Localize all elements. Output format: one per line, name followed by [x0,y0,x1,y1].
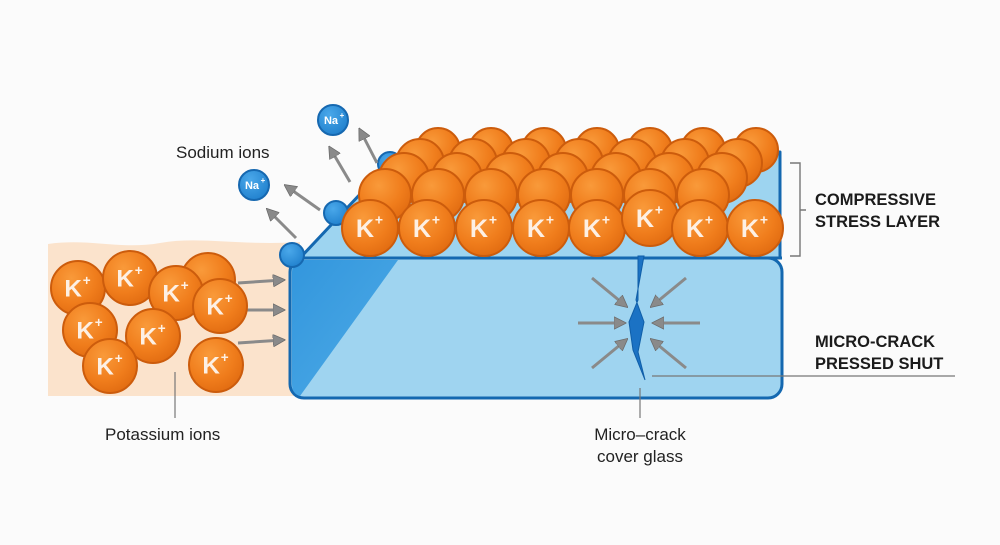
arrow-icon [237,280,283,283]
sodium-ion [279,242,305,268]
potassium-ion: K+ [726,199,784,257]
sodium-symbol: Na [245,180,260,192]
arrows-group [237,130,700,370]
potassium-symbol: K [527,215,545,243]
arrow-icon [652,340,687,370]
glass-side-bevel [292,260,398,396]
potassium-ion: K+ [341,199,399,257]
potassium-symbol: K [583,215,601,243]
sodium-ion: Na+ [317,104,349,136]
pressed-shut-label-line2: PRESSED SHUT [815,355,943,373]
potassium-ions-label: Potassium ions [105,425,220,444]
potassium-ion: K+ [568,199,626,257]
potassium-symbol: K [202,353,220,380]
potassium-ion: K+ [50,260,106,316]
potassium-symbol: K [413,215,431,243]
arrow-icon [360,130,379,164]
arrow-icon [237,340,283,343]
potassium-symbol: K [116,266,134,293]
arrow-icon [268,210,298,240]
potassium-charge: + [83,273,91,288]
potassium-ion: K+ [398,199,456,257]
compressive-label-line1: COMPRESSIVE [815,191,936,209]
potassium-charge: + [115,351,123,366]
potassium-ion: K+ [82,338,138,394]
potassium-symbol: K [76,318,94,345]
potassium-ion: K+ [512,199,570,257]
potassium-symbol: K [162,281,180,308]
pressed-shut-label-line1: MICRO-CRACK [815,333,935,351]
potassium-symbol: K [64,276,82,303]
potassium-charge: + [158,321,166,336]
potassium-charge: + [181,278,189,293]
arrow-icon [652,276,687,306]
microcrack-glass-label-line1: Micro–crack [594,425,686,444]
potassium-ion: K+ [192,278,248,334]
potassium-charge: + [95,315,103,330]
potassium-charge: + [705,212,713,228]
potassium-charge: + [432,212,440,228]
arrow-icon [591,276,626,306]
potassium-ion: K+ [455,199,513,257]
potassium-ion: K+ [671,199,729,257]
potassium-symbol: K [741,215,759,243]
sodium-ion: Na+ [238,169,270,201]
potassium-charge: + [375,212,383,228]
microcrack-glass-label-line2: cover glass [597,447,683,466]
bath-potassium-ions-group: K+K+K+K+K+K+K+K+ [50,250,248,394]
potassium-symbol: K [686,215,704,243]
arrow-icon [591,340,626,370]
arrow-icon [286,186,321,212]
potassium-charge: + [225,291,233,306]
sodium-charge: + [261,176,266,185]
potassium-charge: + [489,212,497,228]
potassium-ion: K+ [188,337,244,393]
compressive-label-line2: STRESS LAYER [815,213,940,231]
potassium-charge: + [602,212,610,228]
potassium-symbol: K [470,215,488,243]
micro-crack [628,255,646,381]
arrow-icon [330,148,352,183]
sodium-symbol: Na [324,115,339,127]
potassium-charge: + [135,263,143,278]
surface-potassium-ions-group: K+K+K+K+K+K+K+K+ [341,127,784,257]
potassium-symbol: K [96,354,114,381]
potassium-symbol: K [139,324,157,351]
potassium-symbol: K [206,294,224,321]
sodium-charge: + [340,111,345,120]
sodium-ions-label: Sodium ions [176,143,270,162]
potassium-symbol: K [356,215,374,243]
potassium-charge: + [655,202,663,218]
potassium-symbol: K [636,205,654,233]
potassium-charge: + [221,350,229,365]
compressive-layer-bracket [790,162,806,257]
potassium-charge: + [546,212,554,228]
potassium-charge: + [760,212,768,228]
potassium-ion: K+ [148,265,204,321]
potassium-ion: K+ [621,189,679,247]
potassium-ion: K+ [125,308,181,364]
